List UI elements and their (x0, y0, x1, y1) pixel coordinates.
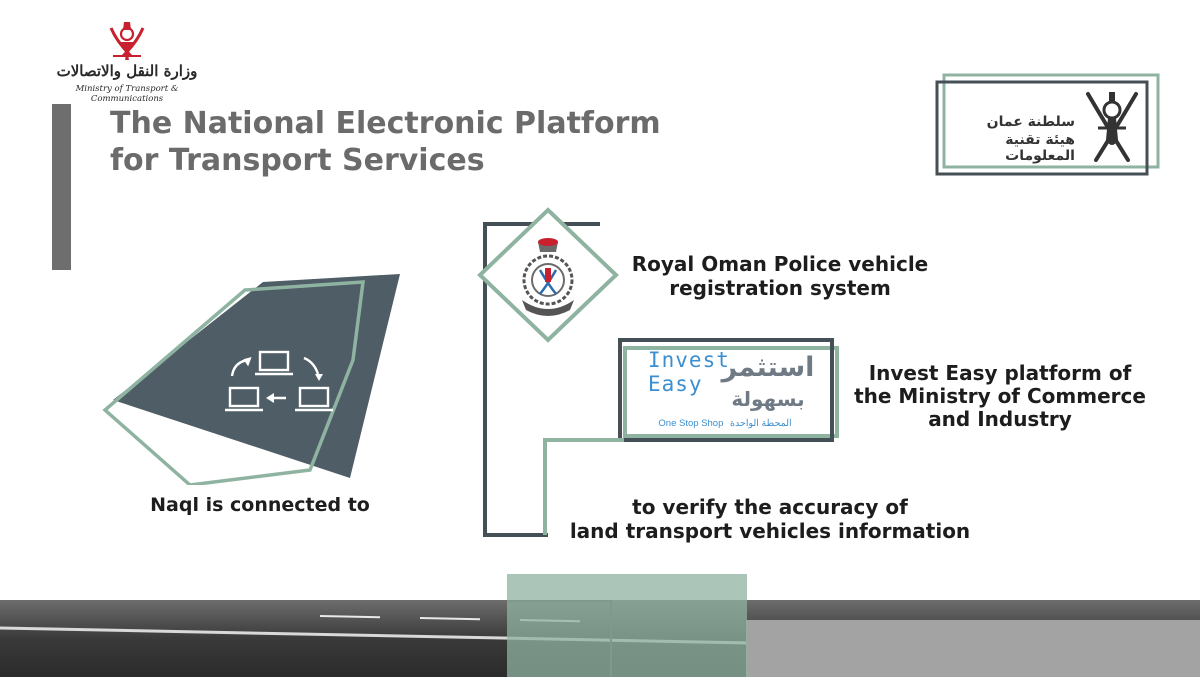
naql-shape (102, 274, 400, 485)
invest-easy-label-line-1: Invest Easy platform of (868, 361, 1132, 385)
verify-label: to verify the accuracy of land transport… (540, 495, 1000, 543)
invest-easy-tagline-en: One Stop Shop (658, 418, 724, 429)
invest-easy-tagline-ar: المحطة الواحدة (730, 418, 792, 429)
royal-oman-police-emblem-icon (522, 238, 574, 316)
title-line-1: The National Electronic Platform (110, 106, 661, 141)
rop-label: Royal Oman Police vehicle registration s… (600, 252, 960, 300)
ita-authority-arabic: هيئة تقنية المعلومات (1005, 132, 1075, 164)
invest-easy-label: Invest Easy platform of the Ministry of … (840, 362, 1160, 431)
title-line-2: for Transport Services (110, 143, 485, 178)
invest-easy-label-line-3: and Industry (928, 407, 1072, 431)
invest-easy-word-easy: Easy (648, 372, 703, 396)
ita-country-arabic: سلطنة عمان (986, 114, 1075, 130)
green-accent-outline (507, 600, 612, 677)
oman-khanjar-emblem-icon (1086, 92, 1138, 162)
invest-easy-word-invest: Invest (648, 348, 730, 372)
title-accent-bar (52, 104, 71, 270)
rop-label-line-1: Royal Oman Police vehicle (631, 252, 929, 276)
rop-label-line-2: registration system (669, 276, 891, 300)
verify-label-line-1: to verify the accuracy of (632, 495, 908, 519)
invest-easy-label-line-2: the Ministry of Commerce (854, 384, 1146, 408)
ministry-name-english: Ministry of Transport & Communications (75, 84, 179, 104)
ministry-name-arabic: وزارة النقل والاتصالات (56, 62, 198, 80)
oman-emblem-icon (109, 22, 145, 60)
ita-logo-frame (935, 73, 1160, 176)
connected-laptops-icon (225, 350, 333, 412)
invest-easy-arabic-line-2: بسهولة (731, 387, 805, 411)
verify-label-line-2: land transport vehicles information (569, 519, 971, 543)
page-title: The National Electronic Platform for Tra… (110, 105, 730, 179)
invest-easy-arabic-line-1: استثمر (721, 352, 815, 383)
green-accent-block (507, 574, 747, 677)
invest-easy-tagline: One Stop Shop المحطة الواحدة (625, 418, 825, 429)
naql-label: Naql is connected to (150, 494, 370, 516)
